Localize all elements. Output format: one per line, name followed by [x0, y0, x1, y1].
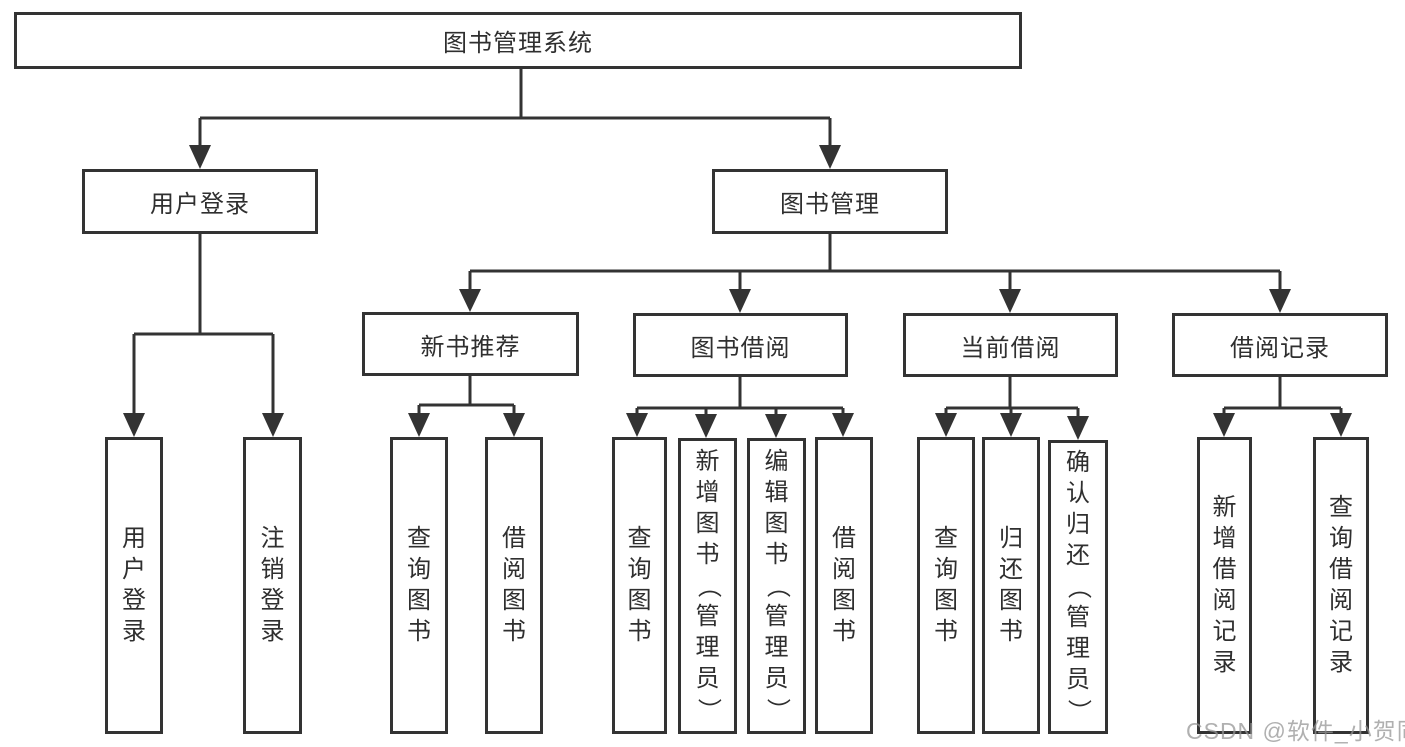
node-borrow-records: 借阅记录	[1172, 313, 1388, 377]
node-query-borrow-record: 查询借阅记录	[1313, 437, 1369, 734]
node-new-book-recommend: 新书推荐	[362, 312, 579, 376]
node-borrow-books-recommend: 借阅图书	[485, 437, 543, 734]
node-query-books-borrow: 查询图书	[612, 437, 667, 734]
node-user-login: 用户登录	[82, 169, 318, 234]
node-root: 图书管理系统	[14, 12, 1022, 69]
node-add-book-admin: 新增图书（管理员）	[678, 438, 737, 734]
node-logout-leaf: 注销登录	[243, 437, 302, 734]
node-edit-book-admin: 编辑图书（管理员）	[747, 438, 806, 734]
node-add-borrow-record: 新增借阅记录	[1197, 437, 1252, 734]
node-user-login-leaf: 用户登录	[105, 437, 163, 734]
node-confirm-return-admin: 确认归还（管理员）	[1048, 440, 1108, 734]
node-return-books: 归还图书	[982, 437, 1040, 734]
node-book-management: 图书管理	[712, 169, 948, 234]
node-query-books-recommend: 查询图书	[390, 437, 448, 734]
node-book-borrow: 图书借阅	[633, 313, 848, 377]
watermark: CSDN @软件_小贺同学	[1186, 718, 1405, 744]
node-current-borrow: 当前借阅	[903, 313, 1118, 377]
node-borrow-books-leaf: 借阅图书	[815, 437, 873, 734]
node-query-books-current: 查询图书	[917, 437, 975, 734]
arrowheads	[123, 145, 1352, 440]
